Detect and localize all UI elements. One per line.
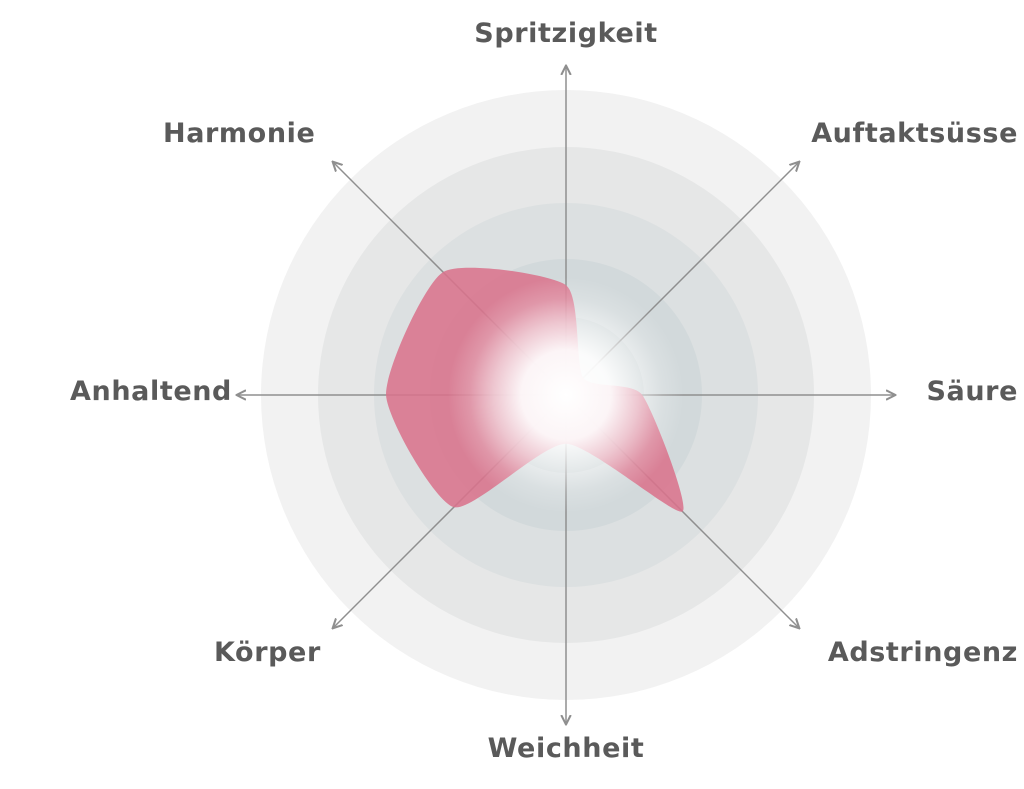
axis-label-spritzigkeit: Spritzigkeit bbox=[474, 18, 658, 49]
center-glow bbox=[448, 277, 684, 513]
axis-label-anhaltend: Anhaltend bbox=[70, 376, 232, 407]
axis-label-harmonie: Harmonie bbox=[163, 118, 316, 149]
axis-label-adstringenz: Adstringenz bbox=[827, 637, 1018, 668]
axis-label-weichheit: Weichheit bbox=[487, 733, 645, 764]
axis-label-auftaktsuesse: Auftaktsüsse bbox=[811, 118, 1018, 149]
axis-label-saeure: Säure bbox=[926, 376, 1018, 407]
axis-label-koerper: Körper bbox=[214, 637, 321, 668]
